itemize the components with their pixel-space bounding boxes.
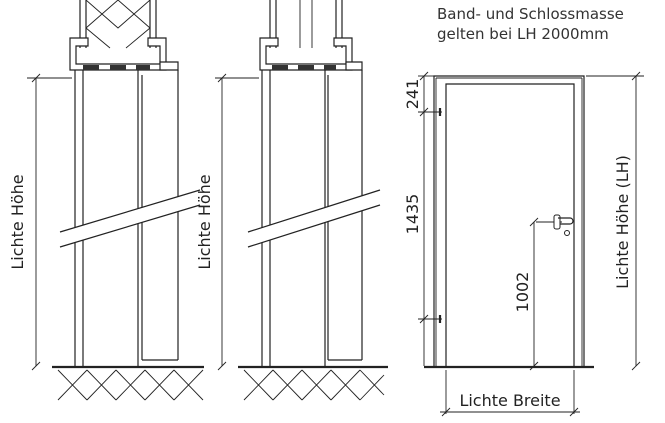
door-elevation: 241 1435 1002 Lichte Höhe (LH) Lichte Br… xyxy=(403,71,644,417)
width-label: Lichte Breite xyxy=(459,391,560,410)
frame-profile xyxy=(69,37,179,71)
dim-middle-label: 1435 xyxy=(403,194,422,235)
height-dimension-2 xyxy=(215,73,259,371)
height-dimension-1 xyxy=(27,73,72,371)
door-handle xyxy=(536,214,574,236)
door-jamb-and-leaf xyxy=(59,70,201,366)
wall-panel-top xyxy=(79,0,157,49)
wall-panel-top-2 xyxy=(269,0,343,48)
hinge-dimension-chain xyxy=(418,71,442,366)
section-view-2: Lichte Höhe xyxy=(195,0,388,401)
section1-height-label: Lichte Höhe xyxy=(8,174,27,269)
width-dimension xyxy=(440,370,580,417)
dim-top-label: 241 xyxy=(403,79,422,110)
section2-height-label: Lichte Höhe xyxy=(195,174,214,269)
note-line-1: Band- und Schlossmasse xyxy=(437,5,624,23)
total-height-label: Lichte Höhe (LH) xyxy=(613,155,632,289)
total-height-dimension xyxy=(586,71,644,371)
note-line-2: gelten bei LH 2000mm xyxy=(437,25,609,43)
floor-hatch-1 xyxy=(52,365,204,401)
section-view-1: Lichte Höhe xyxy=(8,0,204,401)
dim-handle-label: 1002 xyxy=(513,272,532,313)
floor-hatch-2 xyxy=(238,365,388,401)
door-jamb-and-leaf-2 xyxy=(247,70,381,366)
dimension-note: Band- und Schlossmasse gelten bei LH 200… xyxy=(437,4,624,44)
frame-profile-2 xyxy=(259,37,363,71)
